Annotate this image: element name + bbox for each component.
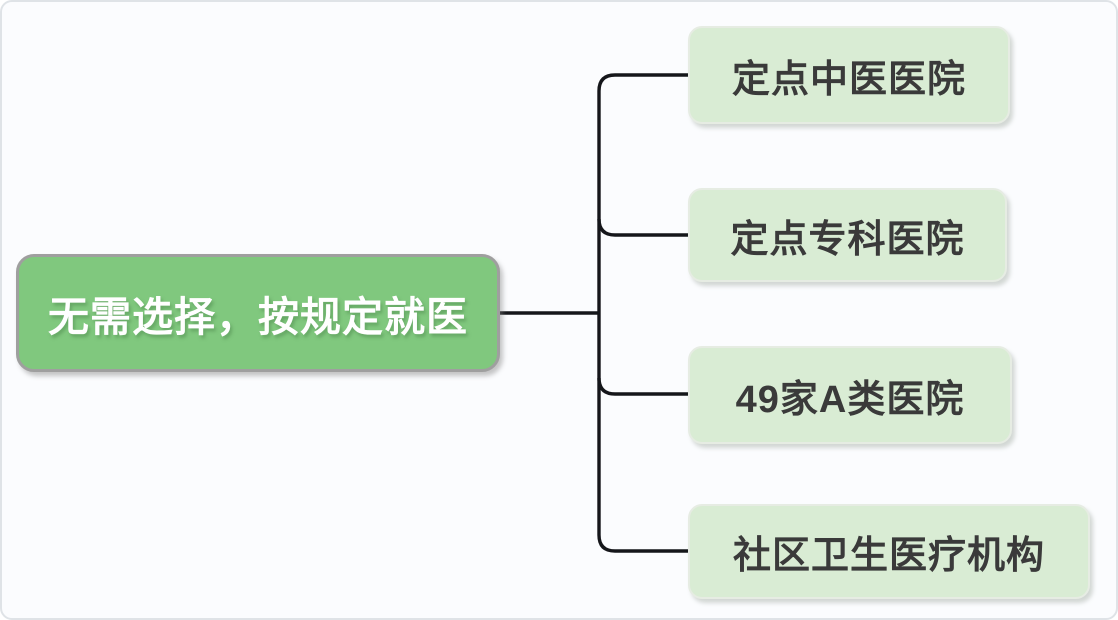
child-node-2-label: 定点专科医院 [730, 218, 965, 261]
root-node-label: 无需选择，按规定就医 [48, 294, 468, 340]
child-node-3-label: 49家A类医院 [735, 378, 965, 421]
child-node-4-label: 社区卫生医疗机构 [732, 535, 1045, 577]
child-node-2: 定点专科医院 [688, 188, 1007, 282]
connector-trunk [597, 73, 688, 553]
connector-branch-2 [597, 218, 688, 237]
connector-branch-3 [597, 377, 688, 396]
root-node: 无需选择，按规定就医 [16, 254, 500, 372]
child-node-4: 社区卫生医疗机构 [688, 504, 1090, 599]
child-node-1: 定点中医医院 [688, 26, 1010, 124]
child-node-1-label: 定点中医医院 [731, 58, 966, 101]
child-node-3: 49家A类医院 [688, 346, 1012, 444]
